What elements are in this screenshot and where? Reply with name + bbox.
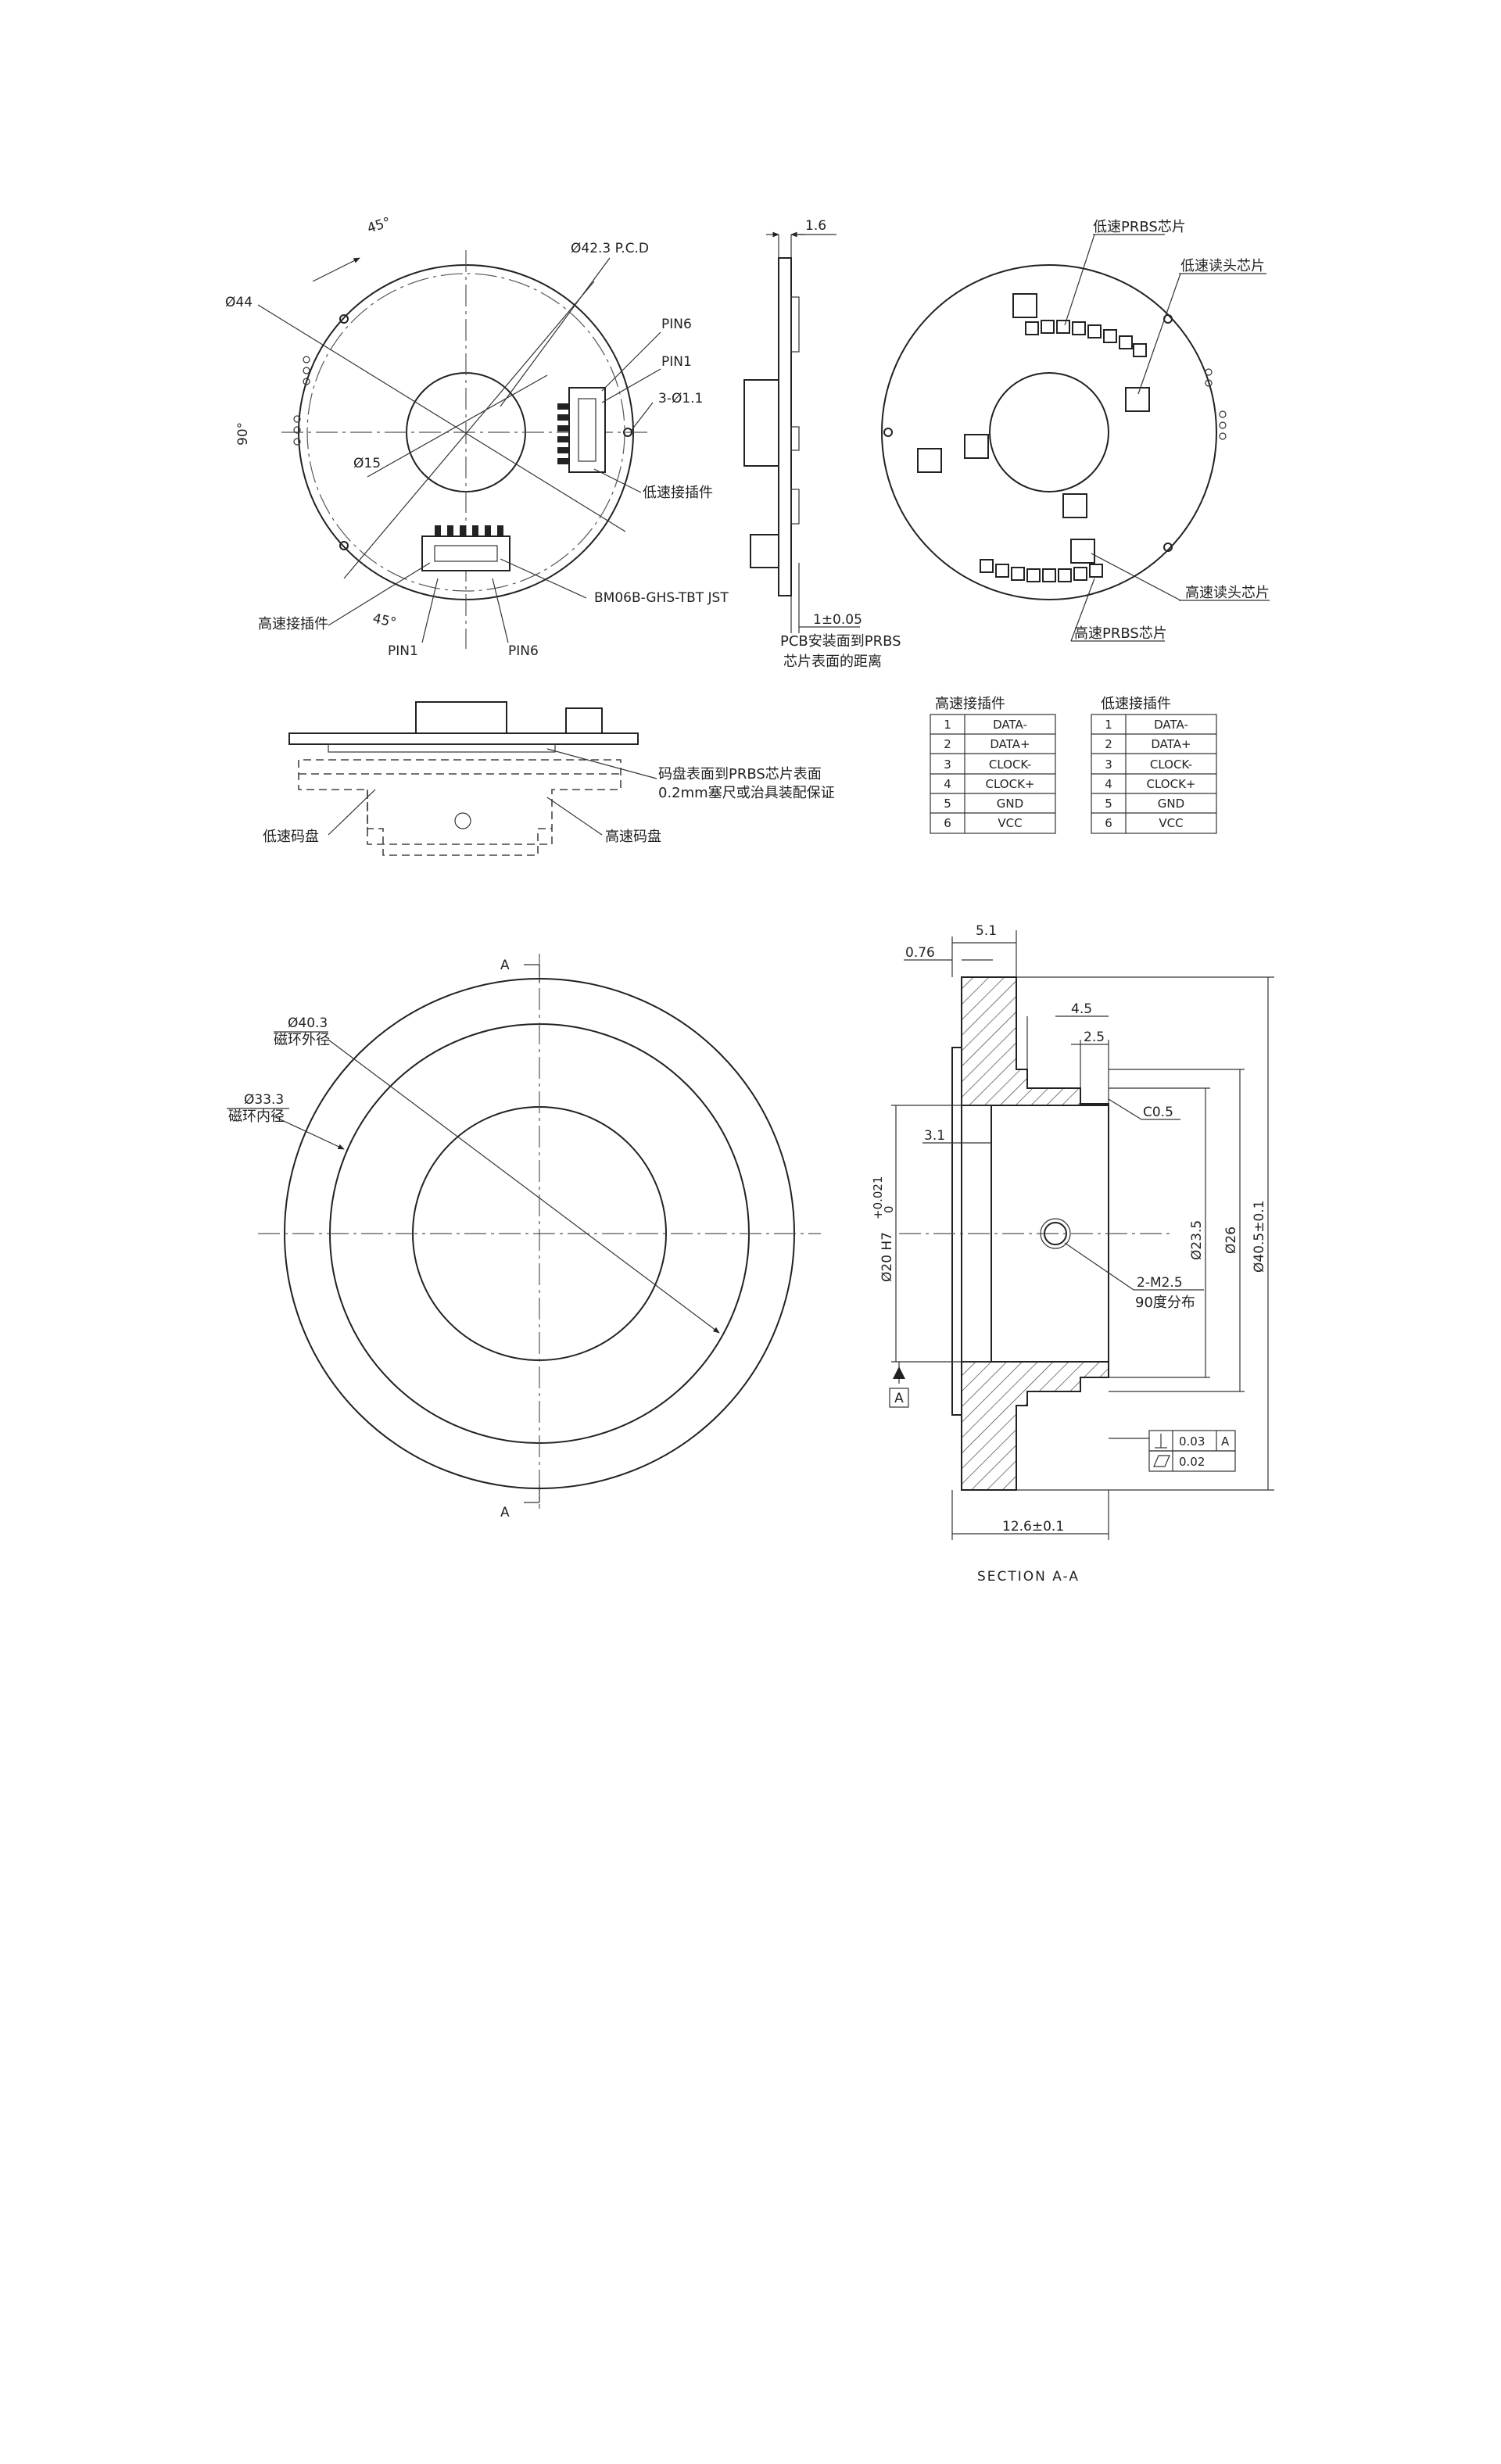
angle-bottom-label: 45° <box>371 611 398 631</box>
ring-inner-text: 磁环内径 <box>228 1108 285 1125</box>
high-row2-pin: 2 <box>944 737 951 751</box>
ring-outer-text: 磁环外径 <box>274 1032 330 1048</box>
dim-4-5: 4.5 <box>1071 1001 1092 1017</box>
low-row3-pin: 3 <box>1105 757 1112 772</box>
side-note-line2: 芯片表面的距离 <box>783 654 882 670</box>
ring-outer-dia-label: Ø40.3 <box>288 1015 328 1031</box>
width-label: 12.6±0.1 <box>1002 1519 1064 1535</box>
high-row5-pin: 5 <box>944 797 951 811</box>
high-head-label: 高速读头芯片 <box>1185 585 1270 601</box>
assembly-note-line2: 0.2mm塞尺或治具装配保证 <box>658 785 835 801</box>
low-row6-pin: 6 <box>1105 816 1112 830</box>
low-row2-sig: DATA+ <box>1151 737 1191 751</box>
high-row1-pin: 1 <box>944 718 951 732</box>
inner-dia-label: Ø15 <box>353 456 381 471</box>
thickness-label: 1.6 <box>805 218 826 234</box>
pcd-label: Ø42.3 P.C.D <box>571 241 649 256</box>
low-row1-sig: DATA- <box>1154 718 1188 732</box>
gap-label: 1±0.05 <box>813 612 862 628</box>
high-row2-sig: DATA+ <box>990 737 1030 751</box>
high-row5-sig: GND <box>997 797 1023 811</box>
threads-label: 2-M2.5 <box>1137 1275 1183 1291</box>
high-connector-label: 高速接插件 <box>258 616 328 632</box>
high-table-title: 高速接插件 <box>935 696 1005 712</box>
low-row4-pin: 4 <box>1105 777 1112 791</box>
bore-tol-low: 0 <box>882 1205 896 1213</box>
high-prbs-chips <box>980 559 1103 582</box>
low-row5-sig: GND <box>1158 797 1184 811</box>
pin1-bottom-label: PIN1 <box>388 643 418 659</box>
low-disc-label: 低速码盘 <box>263 829 319 845</box>
threads-note: 90度分布 <box>1135 1295 1195 1311</box>
magnet-ring-view: A A Ø40.3 磁环外径 Ø33.3 磁环内径 <box>227 954 821 1520</box>
outer-dia-label: Ø44 <box>225 295 253 310</box>
datum-label: A <box>894 1391 904 1406</box>
low-row6-sig: VCC <box>1159 816 1183 830</box>
perp-ref: A <box>1221 1434 1230 1449</box>
high-row3-sig: CLOCK- <box>989 757 1031 772</box>
perp-value: 0.03 <box>1179 1434 1205 1449</box>
pin1-top-label: PIN1 <box>661 354 692 370</box>
assembly-view: 码盘表面到PRBS芯片表面 0.2mm塞尺或治具装配保证 低速码盘 高速码盘 <box>263 701 835 856</box>
low-head-label: 低速读头芯片 <box>1180 258 1265 274</box>
flat-value: 0.02 <box>1179 1455 1205 1469</box>
dim-5-1: 5.1 <box>976 923 997 939</box>
low-row2-pin: 2 <box>1105 737 1112 751</box>
low-connector-label: 低速接插件 <box>643 485 713 501</box>
bore-tol-up: +0.021 <box>871 1176 885 1219</box>
chamfer-label: C0.5 <box>1143 1105 1173 1120</box>
pcb-side-view: 1.6 1±0.05 PCB安装面到PRBS 芯片表面的距离 <box>743 218 901 670</box>
section-title: SECTION A-A <box>977 1569 1080 1585</box>
section-mark-top: A <box>500 958 510 973</box>
angle-left-label: 90° <box>235 422 251 446</box>
dia-40-5-label: Ø40.5±0.1 <box>1252 1200 1267 1273</box>
holes-label: 3-Ø1.1 <box>658 391 703 406</box>
angle-top-label: 45° <box>365 214 392 236</box>
left-pads <box>293 356 310 446</box>
high-row4-pin: 4 <box>944 777 951 791</box>
high-row3-pin: 3 <box>944 757 951 772</box>
high-row6-sig: VCC <box>998 816 1022 830</box>
high-row6-pin: 6 <box>944 816 951 830</box>
low-table-title: 低速接插件 <box>1101 696 1171 712</box>
pin6-top-label: PIN6 <box>661 317 692 332</box>
connector-model-label: BM06B-GHS-TBT JST <box>594 590 729 606</box>
high-row4-sig: CLOCK+ <box>986 777 1035 791</box>
section-mark-bottom: A <box>500 1505 510 1520</box>
dim-3-1: 3.1 <box>924 1128 945 1144</box>
pcb-bottom-view: 低速PRBS芯片 低速读头芯片 高速读头芯片 高速PRBS芯片 <box>881 219 1270 642</box>
low-row1-pin: 1 <box>1105 718 1112 732</box>
side-note-line1: PCB安装面到PRBS <box>780 633 901 650</box>
pcb-top-view: 45° Ø44 Ø42.3 P.C.D PIN6 PIN1 3-Ø1.1 90°… <box>225 214 729 659</box>
section-view: 5.1 0.76 4.5 2.5 C0.5 3.1 Ø20 H7 +0.021 … <box>871 923 1274 1585</box>
high-speed-pin-table: 高速接插件 1 DATA- 2 DATA+ 3 CLOCK- 4 CLOCK+ … <box>930 696 1056 834</box>
ring-inner-dia-label: Ø33.3 <box>244 1092 284 1108</box>
low-row3-sig: CLOCK- <box>1150 757 1192 772</box>
pin6-bottom-label: PIN6 <box>508 643 539 659</box>
low-speed-connector <box>557 387 606 473</box>
low-prbs-chips <box>1025 320 1147 357</box>
low-prbs-label: 低速PRBS芯片 <box>1093 219 1186 235</box>
low-speed-pin-table: 低速接插件 1 DATA- 2 DATA+ 3 CLOCK- 4 CLOCK+ … <box>1091 696 1217 834</box>
high-prbs-label: 高速PRBS芯片 <box>1074 625 1167 642</box>
dim-0-76: 0.76 <box>905 945 935 961</box>
assembly-note-line1: 码盘表面到PRBS芯片表面 <box>658 766 822 783</box>
high-row1-sig: DATA- <box>993 718 1027 732</box>
bore-label: Ø20 H7 <box>879 1232 895 1282</box>
low-row4-sig: CLOCK+ <box>1147 777 1196 791</box>
high-disc-label: 高速码盘 <box>605 829 661 845</box>
dia-23-5-label: Ø23.5 <box>1189 1220 1205 1260</box>
low-row5-pin: 5 <box>1105 797 1112 811</box>
dim-2-5: 2.5 <box>1084 1030 1105 1045</box>
high-speed-connector <box>421 525 510 571</box>
dia-26-label: Ø26 <box>1223 1227 1239 1254</box>
